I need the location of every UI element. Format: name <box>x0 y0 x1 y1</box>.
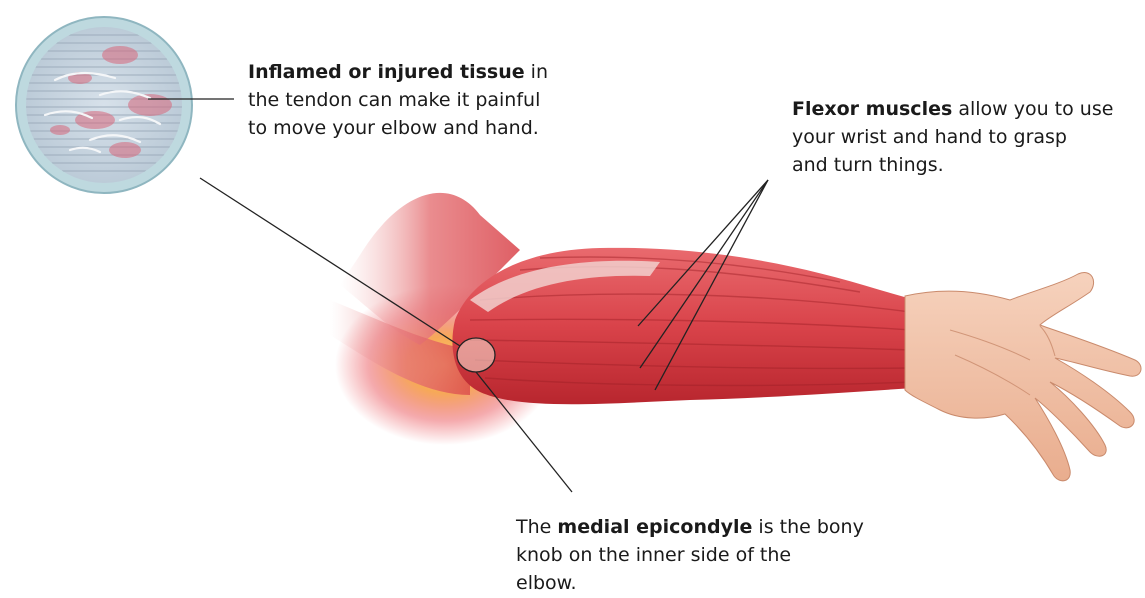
callout-text: The <box>516 516 557 538</box>
callout-text: the tendon can make it painful <box>248 86 548 114</box>
magnified-tendon-icon <box>16 17 192 193</box>
callout-text: in <box>525 61 548 83</box>
callout-line: Flexor muscles allow you to use <box>792 95 1113 123</box>
callout-inflamed-tissue: Inflamed or injured tissue in the tendon… <box>248 58 548 142</box>
callout-term: Inflamed or injured tissue <box>248 61 525 83</box>
callout-line: The medial epicondyle is the bony <box>516 513 864 541</box>
callout-text: your wrist and hand to grasp <box>792 123 1113 151</box>
callout-text: allow you to use <box>952 98 1113 120</box>
callout-text: is the bony <box>752 516 863 538</box>
callout-text: knob on the inner side of the <box>516 541 864 569</box>
hand <box>905 273 1141 481</box>
callout-flexor-muscles: Flexor muscles allow you to use your wri… <box>792 95 1113 179</box>
callout-text: elbow. <box>516 569 864 597</box>
callout-term: medial epicondyle <box>557 516 752 538</box>
epicondyle-marker <box>457 338 495 372</box>
callout-line: Inflamed or injured tissue in <box>248 58 548 86</box>
callout-text: to move your elbow and hand. <box>248 114 548 142</box>
callout-medial-epicondyle: The medial epicondyle is the bony knob o… <box>516 513 864 597</box>
callout-text: and turn things. <box>792 151 1113 179</box>
callout-term: Flexor muscles <box>792 98 952 120</box>
